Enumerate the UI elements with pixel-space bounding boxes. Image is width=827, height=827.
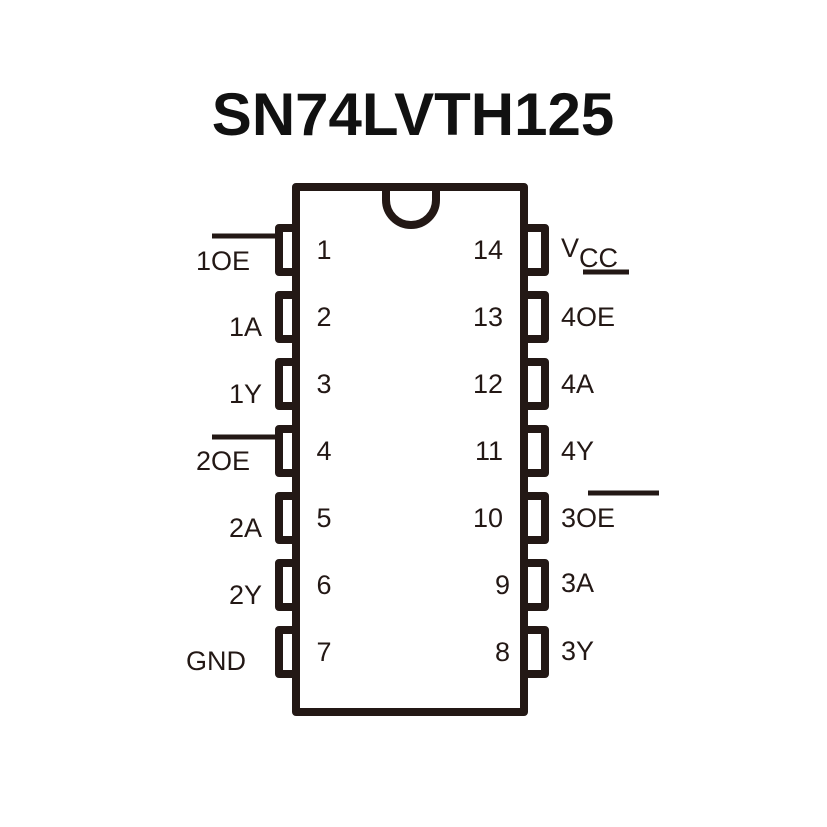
pin-9 <box>524 559 549 611</box>
pin-label-3a: 3A <box>561 568 594 598</box>
pin-11 <box>524 425 549 477</box>
pin-label-4oe: 4OE <box>561 302 615 332</box>
pin-label-4a: 4A <box>561 369 594 399</box>
pin-6 <box>275 559 296 611</box>
pin-13 <box>524 291 549 343</box>
pin-number: 14 <box>473 235 503 265</box>
pin-1 <box>275 224 296 276</box>
pin-number: 11 <box>475 436 503 466</box>
pin-5 <box>275 492 296 544</box>
pin-number: 4 <box>316 436 331 466</box>
pin-number: 9 <box>495 570 510 600</box>
left-pins <box>275 224 296 678</box>
pin-label-2oe: 2OE <box>196 446 250 476</box>
pin-label-3oe: 3OE <box>561 503 615 533</box>
pin-label-gnd: GND <box>186 646 246 676</box>
pin-number: 8 <box>495 637 510 667</box>
pin-number: 1 <box>316 235 331 265</box>
pin-label-1oe: 1OE <box>196 246 250 276</box>
pin-14 <box>524 224 549 276</box>
pin-number: 3 <box>316 369 331 399</box>
pin-label-2y: 2Y <box>229 580 262 610</box>
vcc-subscript: CC <box>579 243 618 273</box>
pin-label-vcc: VCC <box>561 233 618 273</box>
pin-10 <box>524 492 549 544</box>
pin-number: 5 <box>316 503 331 533</box>
pin-12 <box>524 358 549 410</box>
vcc-main: V <box>561 233 579 263</box>
pin-label-4y: 4Y <box>561 436 594 466</box>
pin-number: 13 <box>473 302 503 332</box>
pin-8 <box>524 626 549 678</box>
pin-7 <box>275 626 296 678</box>
pin-number: 2 <box>316 302 331 332</box>
pin-label-2a: 2A <box>229 513 262 543</box>
pin-number: 7 <box>316 637 331 667</box>
chip-title: SN74LVTH125 <box>212 81 614 148</box>
pin-4 <box>275 425 296 477</box>
pin-label-1a: 1A <box>229 312 262 342</box>
pin-label-1y: 1Y <box>229 379 262 409</box>
pin-number: 10 <box>473 503 503 533</box>
pin-3 <box>275 358 296 410</box>
pin-number: 6 <box>316 570 331 600</box>
pin1-notch <box>382 187 440 229</box>
right-pins <box>524 224 549 678</box>
pin-number: 12 <box>473 369 503 399</box>
pin-2 <box>275 291 296 343</box>
pin-label-3y: 3Y <box>561 636 594 666</box>
